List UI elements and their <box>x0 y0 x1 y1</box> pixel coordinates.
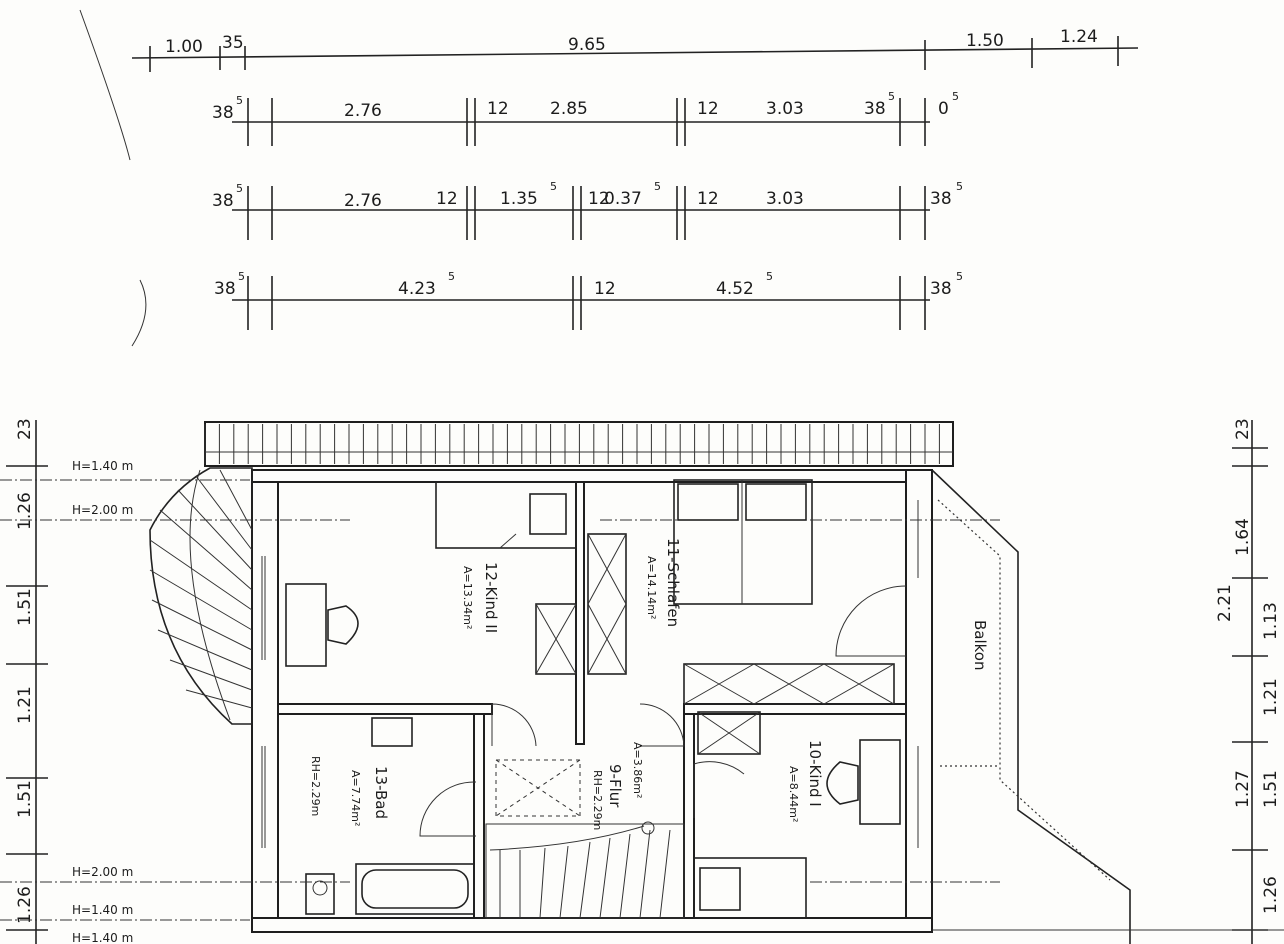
dim-superscript: 5 <box>766 270 773 283</box>
external-stair <box>149 467 253 725</box>
room-kind-2-name: 12-Kind II <box>482 562 500 633</box>
height-label-140-top: H=1.40 m <box>72 459 133 473</box>
dim-left-5: 1.51 <box>15 780 35 818</box>
room-kind-1: 10-Kind I A=8.44m² <box>787 740 824 822</box>
dim-superscript: 5 <box>888 90 895 103</box>
dimension-row-3: 38 5 2.76 12 1.35 5 12 0.37 5 12 3.03 38… <box>212 180 963 240</box>
dim-row3-3: 12 <box>436 189 458 209</box>
furniture <box>285 479 901 919</box>
dimension-chains: 1.00 35 9.65 1.50 1.24 38 5 2.76 12 2.85… <box>6 27 1281 944</box>
room-flur: 9-Flur A=3.86m² RH=2.29m <box>591 742 644 830</box>
dimension-row-4: 38 5 4.23 5 12 4.52 5 38 5 <box>214 270 963 330</box>
room-bad-height: RH=2.29m <box>309 756 322 816</box>
room-bad-name: 13-Bad <box>372 766 390 819</box>
dim-row3-2: 2.76 <box>344 191 382 211</box>
dim-superscript: 5 <box>654 180 661 193</box>
room-kind-2: 12-Kind II A=13.34m² <box>461 562 500 633</box>
dim-superscript: 5 <box>236 182 243 195</box>
dim-superscript: 5 <box>956 270 963 283</box>
dim-row1-5: 1.24 <box>1060 27 1098 47</box>
dim-row3-8: 3.03 <box>766 189 804 209</box>
dim-right-1: 23 <box>1233 418 1253 440</box>
height-label-140-bottom: H=1.40 m <box>72 903 133 917</box>
dim-right-5: 1.21 <box>1261 678 1281 716</box>
dim-row3-6: 0.37 <box>604 189 642 209</box>
dimension-left-vertical: 23 1.26 1.51 1.21 1.51 1.26 <box>6 418 48 944</box>
dim-left-2: 1.26 <box>15 492 35 530</box>
dim-row1-3: 9.65 <box>568 35 606 55</box>
height-label-200-bottom: H=2.00 m <box>72 865 133 879</box>
dim-row3-5: 12 <box>588 189 610 209</box>
dim-superscript: 5 <box>238 270 245 283</box>
dim-row2-2: 2.76 <box>344 101 382 121</box>
edge-curve <box>79 9 147 347</box>
dim-row3-9: 38 <box>930 189 952 209</box>
dim-row4-2: 4.23 <box>398 279 436 299</box>
room-schlafen-name: 11-Schlafen <box>664 538 682 627</box>
room-balkon-name: Balkon <box>971 620 989 671</box>
dim-superscript: 5 <box>956 180 963 193</box>
dimension-row-2: 38 5 2.76 12 2.85 12 3.03 38 0 5 5 <box>212 90 959 146</box>
dim-row1-4: 1.50 <box>966 31 1004 51</box>
doors <box>419 585 907 837</box>
dim-row1-2: 35 <box>222 33 244 53</box>
dim-row2-5: 12 <box>697 99 719 119</box>
room-flur-height: RH=2.29m <box>591 770 604 830</box>
dim-right-8: 1.26 <box>1261 876 1281 914</box>
dim-row2-4: 2.85 <box>550 99 588 119</box>
height-lines: H=1.40 m H=2.00 m H=2.00 m H=1.40 m H=1.… <box>0 459 1000 944</box>
dim-row4-5: 38 <box>930 279 952 299</box>
dimension-row-1: 1.00 35 9.65 1.50 1.24 <box>131 27 1139 72</box>
wardrobe-schlafen <box>683 663 895 705</box>
dim-row3-1: 38 <box>212 191 234 211</box>
room-labels: 12-Kind II A=13.34m² 11-Schlafen A=14.14… <box>309 538 989 830</box>
height-label-200-top: H=2.00 m <box>72 503 133 517</box>
dim-row1-1: 1.00 <box>165 37 203 57</box>
wardrobe-kind2 <box>535 533 627 675</box>
dim-left-4: 1.21 <box>15 686 35 724</box>
roof-tile-strip <box>204 421 954 467</box>
room-flur-name: 9-Flur <box>606 764 624 808</box>
room-bad-area: A=7.74m² <box>349 770 362 826</box>
room-schlafen: 11-Schlafen A=14.14m² <box>645 538 682 627</box>
dim-right-3: 2.21 <box>1215 584 1235 622</box>
dim-right-4: 1.13 <box>1261 602 1281 640</box>
room-kind-1-name: 10-Kind I <box>806 740 824 807</box>
room-schlafen-area: A=14.14m² <box>645 556 658 619</box>
dim-right-2: 1.64 <box>1233 518 1253 556</box>
dim-superscript: 5 <box>550 180 557 193</box>
dim-superscript: 5 <box>952 90 959 103</box>
dim-superscript: 5 <box>448 270 455 283</box>
room-kind-2-area: A=13.34m² <box>461 566 474 629</box>
dimension-right-vertical: 23 1.64 2.21 1.13 1.21 1.51 1.27 1.26 <box>1215 418 1281 944</box>
room-kind-1-area: A=8.44m² <box>787 766 800 822</box>
dim-row2-1: 38 <box>212 103 234 123</box>
dim-superscript: 5 <box>236 94 243 107</box>
dim-row2-3: 12 <box>487 99 509 119</box>
dim-left-6: 1.26 <box>15 886 35 924</box>
dim-left-3: 1.51 <box>15 588 35 626</box>
dim-row2-6: 3.03 <box>766 99 804 119</box>
dim-row2-7: 38 <box>864 99 886 119</box>
room-flur-area: A=3.86m² <box>631 742 644 798</box>
room-balkon: Balkon <box>971 620 989 671</box>
dim-row3-4: 1.35 <box>500 189 538 209</box>
dim-row4-4: 4.52 <box>716 279 754 299</box>
dim-row2-8: 0 <box>938 99 949 119</box>
interior-stair <box>485 759 685 919</box>
dim-row4-3: 12 <box>594 279 616 299</box>
height-label-140-bottom-2: H=1.40 m <box>72 931 133 944</box>
balcony <box>931 469 1284 944</box>
dim-right-6: 1.51 <box>1261 770 1281 808</box>
dim-row3-7: 12 <box>697 189 719 209</box>
dim-left-1: 23 <box>15 418 35 440</box>
room-bad: 13-Bad A=7.74m² RH=2.29m <box>309 756 390 826</box>
dim-right-7: 1.27 <box>1233 770 1253 808</box>
dim-row4-1: 38 <box>214 279 236 299</box>
